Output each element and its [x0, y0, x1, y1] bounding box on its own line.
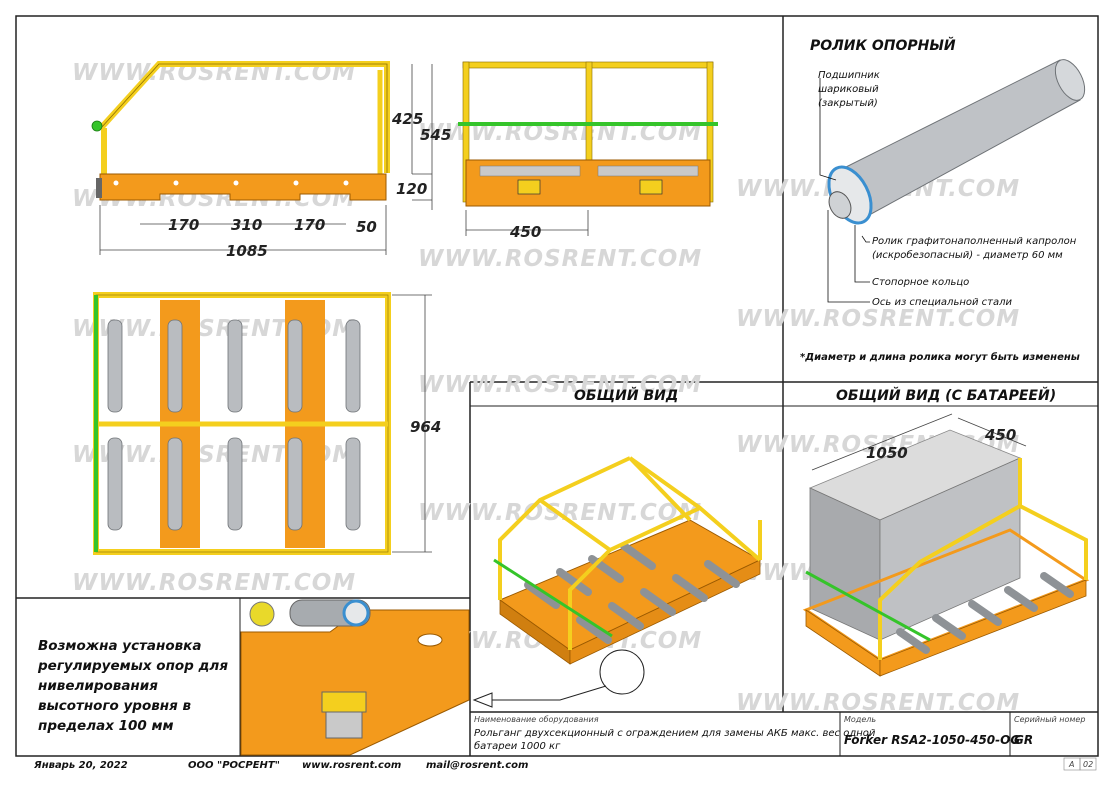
svg-text:450: 450 — [509, 223, 541, 241]
svg-text:www.rosrent.com: www.rosrent.com — [302, 760, 401, 771]
svg-text:964: 964 — [410, 418, 441, 436]
svg-text:02: 02 — [1083, 760, 1093, 769]
svg-text:Стопорное кольцо: Стопорное кольцо — [872, 277, 969, 288]
svg-text:(закрытый): (закрытый) — [818, 98, 878, 109]
support-note: Возможна установка регулируемых опор для… — [38, 638, 228, 734]
svg-text:(искробезопасный) - диаметр 60: (искробезопасный) - диаметр 60 мм — [872, 249, 1063, 261]
svg-text:Модель: Модель — [844, 715, 876, 724]
svg-text:Forker RSA2-1050-450-OG: Forker RSA2-1050-450-OG — [844, 733, 1020, 747]
svg-text:*Диаметр и длина ролика могут: *Диаметр и длина ролика могут быть измен… — [800, 351, 1080, 363]
svg-text:170: 170 — [168, 216, 199, 234]
svg-text:425: 425 — [391, 110, 423, 128]
svg-text:WWW.ROSRENT.COM: WWW.ROSRENT.COM — [72, 570, 356, 596]
svg-text:WWW.ROSRENT.COM: WWW.ROSRENT.COM — [418, 372, 702, 398]
svg-text:ООО "РОСРЕНТ": ООО "РОСРЕНТ" — [188, 760, 280, 771]
svg-text:Ролик графитонаполненный капро: Ролик графитонаполненный капролон — [872, 236, 1077, 247]
detail-callout-circle — [599, 649, 645, 695]
top-view: 964 — [93, 292, 441, 555]
svg-text:545: 545 — [420, 126, 451, 144]
svg-text:mail@rosrent.com: mail@rosrent.com — [426, 760, 528, 771]
footer: Январь 20, 2022 ООО "РОСРЕНТ" www.rosren… — [33, 757, 1097, 771]
detail-callout-arrow — [472, 692, 493, 708]
svg-text:Рольганг двухсекционный с огра: Рольганг двухсекционный с ограждением дл… — [474, 728, 876, 739]
svg-text:50: 50 — [356, 218, 377, 236]
svg-text:450: 450 — [984, 426, 1016, 444]
svg-text:ОБЩИЙ ВИД: ОБЩИЙ ВИД — [574, 387, 678, 404]
top-rollers — [107, 319, 361, 531]
battery-view: ОБЩИЙ ВИД (С БАТАРЕЕЙ) 1050 450 — [802, 387, 1090, 677]
svg-text:Январь 20, 2022: Январь 20, 2022 — [33, 760, 128, 771]
svg-text:170: 170 — [294, 216, 325, 234]
svg-text:Наименование оборудования: Наименование оборудования — [474, 715, 599, 724]
svg-text:310: 310 — [231, 216, 262, 234]
svg-text:WWW.ROSRENT.COM: WWW.ROSRENT.COM — [736, 306, 1020, 332]
side-view: 425 545 120 170 310 170 50 1085 — [91, 61, 451, 260]
title-block: Наименование оборудования Рольганг двухс… — [16, 711, 1098, 757]
svg-text:Подшипник: Подшипник — [818, 70, 880, 81]
front-view: 450 — [458, 61, 718, 241]
svg-text:ОБЩИЙ ВИД (С БАТАРЕЕЙ): ОБЩИЙ ВИД (С БАТАРЕЕЙ) — [836, 387, 1056, 404]
svg-text:РОЛИК ОПОРНЫЙ: РОЛИК ОПОРНЫЙ — [810, 37, 956, 54]
svg-text:Ось из специальной стали: Ось из специальной стали — [872, 297, 1013, 308]
svg-text:батареи 1000 кг: батареи 1000 кг — [474, 740, 561, 752]
general-view: ОБЩИЙ ВИД — [472, 387, 762, 708]
svg-text:шариковый: шариковый — [818, 84, 879, 95]
side-guard-pivot — [91, 120, 103, 132]
svg-text:Серийный номер: Серийный номер — [1014, 715, 1085, 724]
svg-text:120: 120 — [396, 180, 427, 198]
svg-text:1050: 1050 — [866, 444, 908, 462]
roller-detail: РОЛИК ОПОРНЫЙ Подшипник шариковый (закры… — [800, 37, 1086, 363]
support-detail — [240, 599, 470, 756]
svg-text:WWW.ROSRENT.COM: WWW.ROSRENT.COM — [418, 246, 702, 272]
svg-text:A: A — [1068, 760, 1074, 769]
svg-text:GR: GR — [1014, 733, 1033, 747]
svg-text:1085: 1085 — [226, 242, 268, 260]
side-base-frame — [99, 173, 387, 201]
